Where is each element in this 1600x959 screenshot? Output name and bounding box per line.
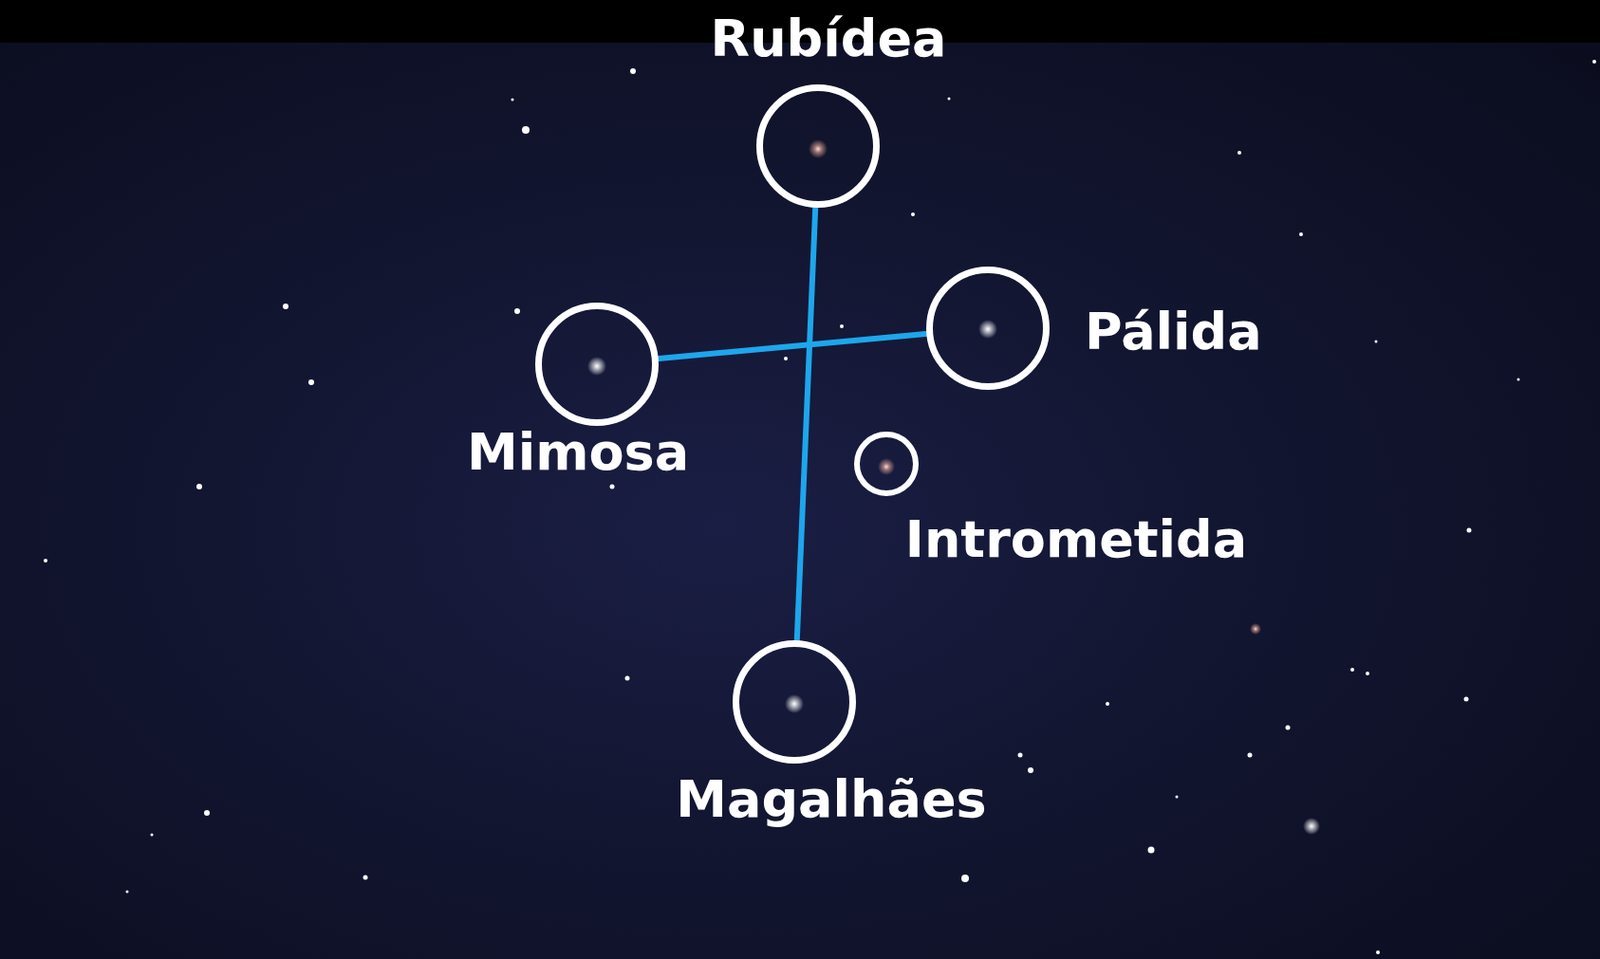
star-name: Rubídea bbox=[710, 13, 948, 65]
constellation-line bbox=[656, 334, 930, 359]
star-circle: Pálida bbox=[926, 266, 1050, 391]
star-name: Pálida bbox=[1084, 306, 1263, 358]
star-circle: Intrometida bbox=[854, 431, 919, 497]
star-name: Magalhães bbox=[675, 774, 987, 826]
circle-outline bbox=[535, 302, 659, 427]
star-circle: Magalhães bbox=[732, 640, 856, 764]
circle-outline bbox=[926, 266, 1050, 391]
constellation-line bbox=[797, 205, 817, 643]
star-circle: Mimosa bbox=[535, 302, 659, 427]
background-stars bbox=[43, 59, 1597, 955]
star-name: Mimosa bbox=[466, 427, 689, 479]
circle-outline bbox=[756, 84, 880, 208]
star-name: Intrometida bbox=[905, 514, 1247, 566]
circle-outline bbox=[732, 640, 856, 764]
star-circle: Rubídea bbox=[756, 84, 880, 208]
circle-outline bbox=[854, 431, 919, 497]
